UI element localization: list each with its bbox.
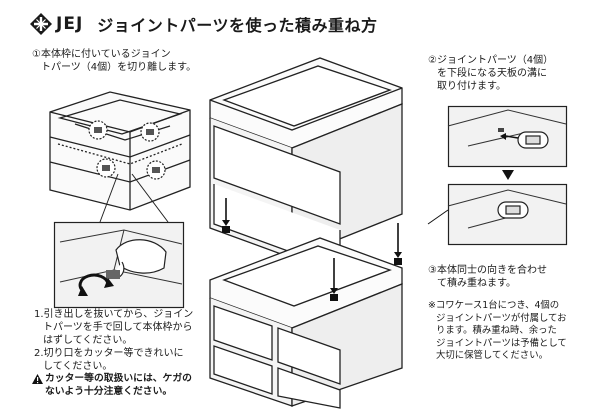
warning-line: カッター等の取扱いには、ケガの [45, 373, 192, 384]
step3-line: ③本体同士の向きを合わせ [428, 265, 547, 276]
step2-line: を下段になる天板の溝に [437, 68, 547, 79]
instruction-line: してください。 [43, 361, 113, 372]
stacked-drawer-units-illustration [209, 57, 403, 409]
step1-text: ①本体枠に付いているジョイン トパーツ（4個）を切り離します。 [32, 48, 196, 74]
hand-detach-zoom-illustration [53, 221, 185, 309]
step2-line: ②ジョイントパーツ（4個） [428, 55, 554, 66]
note-line: 大切に保管してください。 [436, 350, 548, 361]
note-line: ります。積み重ね時、余った [436, 325, 557, 336]
instruction-line: トパーツを手で回して本体枠から [43, 322, 193, 333]
warning-message: カッター等の取扱いには、ケガの ないよう十分注意ください。 [32, 372, 192, 398]
brand-logo-text: JEJ [56, 14, 84, 34]
page-header: JEJ ジョイントパーツを使った積み重ね方 [30, 12, 377, 36]
step1-line: トパーツ（4個）を切り離します。 [41, 62, 197, 73]
frame-with-joint-parts-illustration [49, 91, 191, 223]
detach-instructions: 1.引き出しを抜いてから、ジョイン トパーツを手で回して本体枠から はずしてくだ… [34, 308, 193, 373]
warning-line: ないよう十分注意ください。 [45, 386, 173, 397]
note-line: ジョイントパーツは予備として [436, 337, 567, 349]
step3-text: ③本体同士の向きを合わせ て積み重ねます。 [428, 264, 547, 290]
instruction-line: 2.切り口をカッター等できれいに [34, 348, 184, 359]
step2-text: ②ジョイントパーツ（4個） を下段になる天板の溝に 取り付けます。 [428, 54, 553, 93]
joint-attach-zoom-illustration [427, 105, 568, 246]
instruction-line: 1.引き出しを抜いてから、ジョイン [34, 309, 194, 320]
step3-line: て積み重ねます。 [437, 278, 516, 289]
instruction-line: はずしてください。 [43, 335, 133, 346]
warning-triangle-icon [32, 373, 43, 384]
note-line: ※コワケース1台につき、4個の [428, 300, 560, 311]
jej-logo-mark-icon [30, 13, 52, 35]
step2-line: 取り付けます。 [437, 81, 506, 92]
accessory-note: ※コワケース1台につき、4個の ジョイントパーツが付属してお ります。積み重ね時… [428, 300, 567, 363]
page-title: ジョイントパーツを使った積み重ね方 [97, 16, 378, 35]
step1-line: ①本体枠に付いているジョイン [32, 49, 171, 60]
note-line: ジョイントパーツが付属してお [436, 312, 567, 324]
